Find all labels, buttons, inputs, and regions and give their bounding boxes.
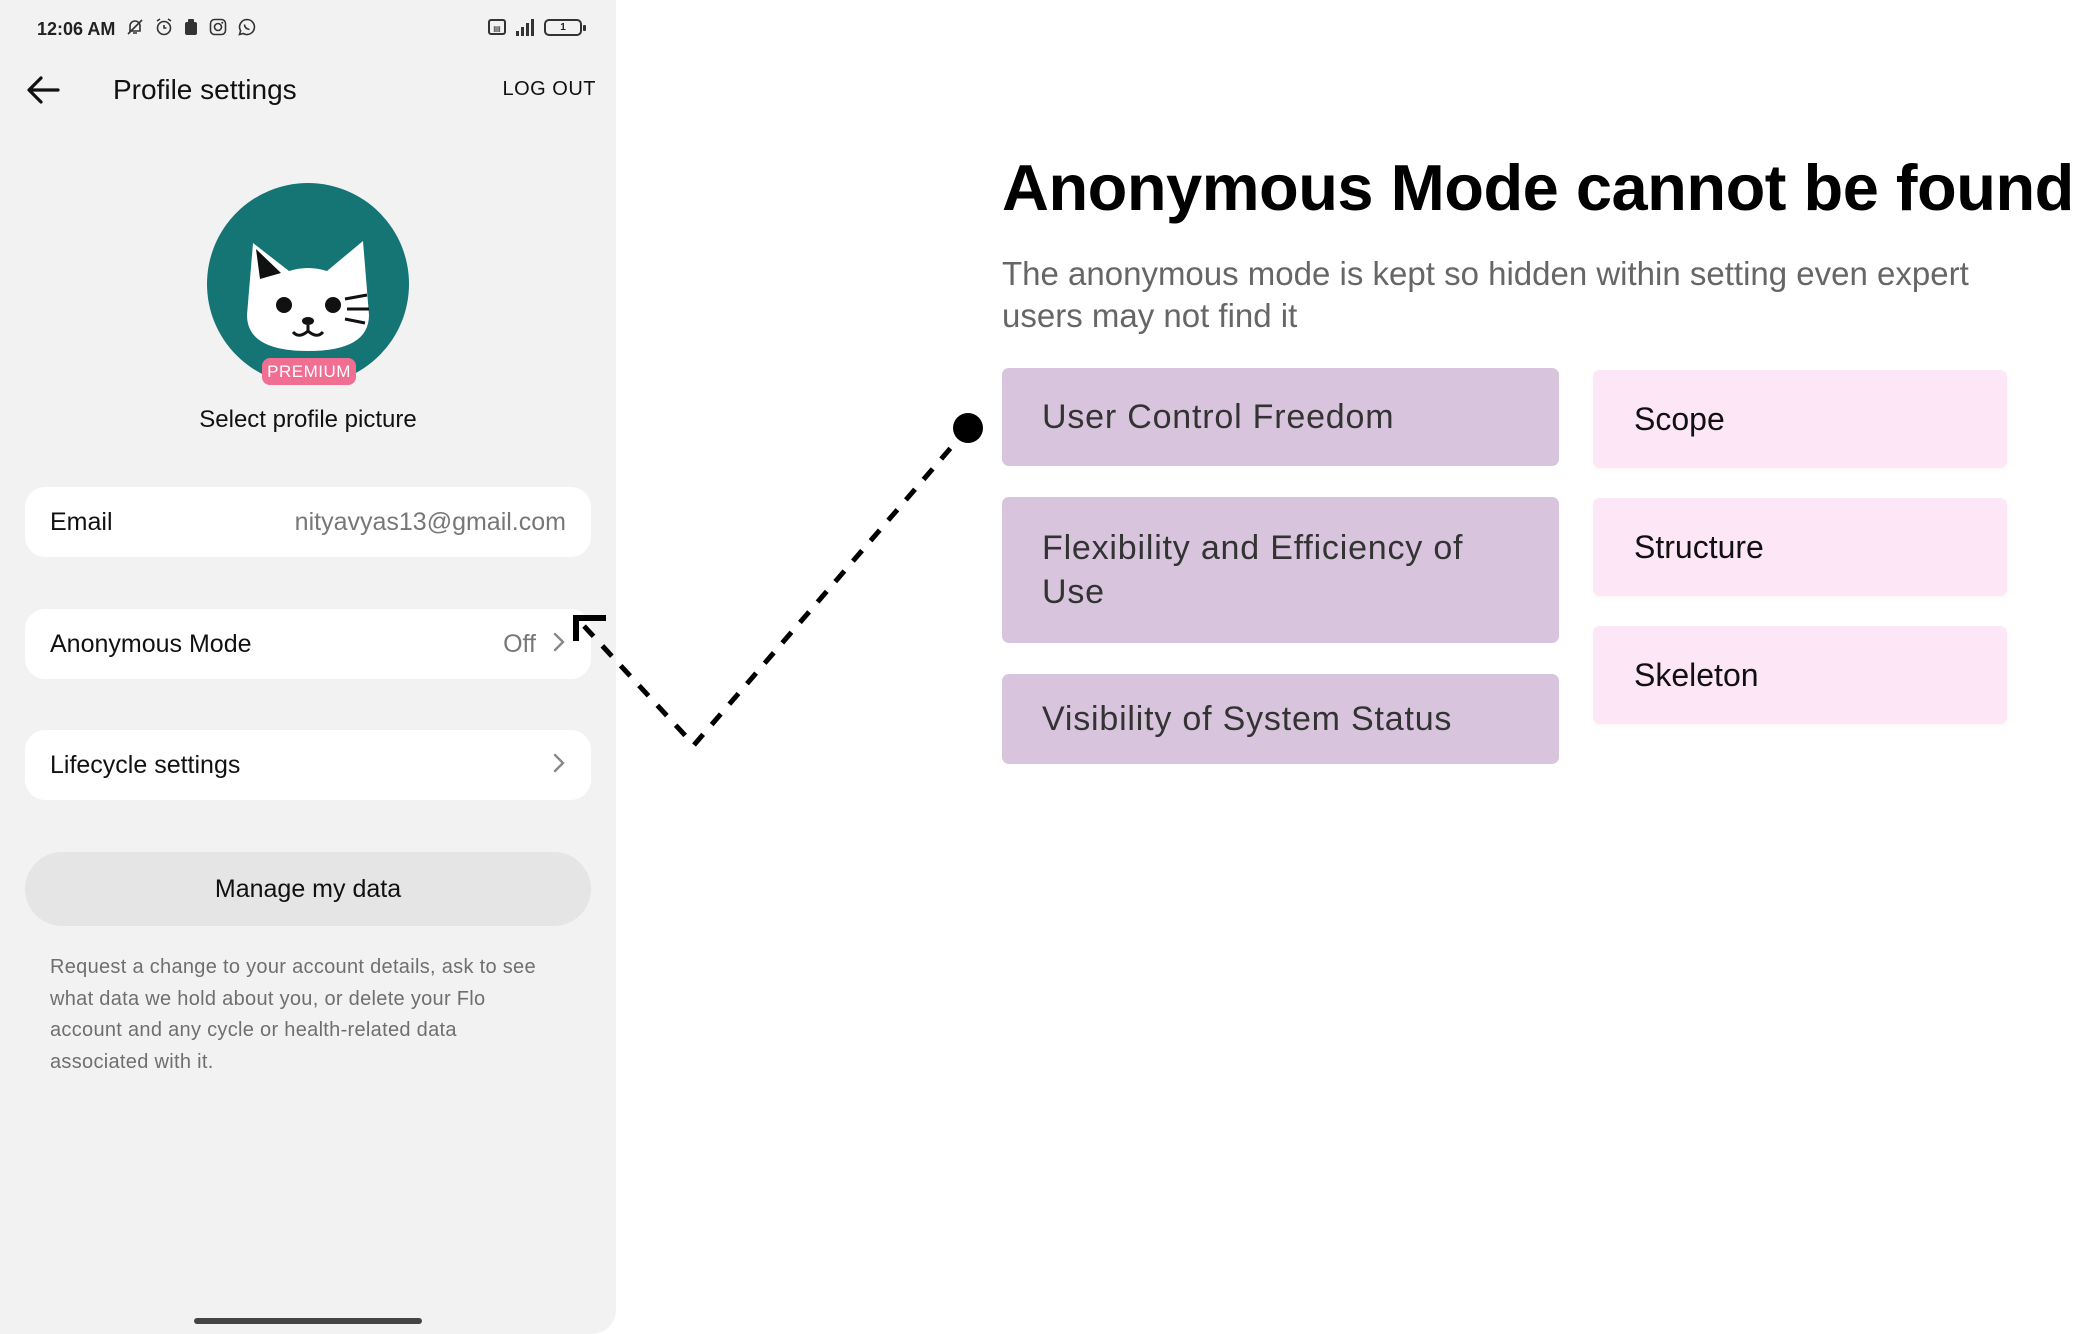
connector-dot <box>953 413 983 443</box>
anonymous-mode-row[interactable]: Anonymous Mode Off <box>25 609 591 679</box>
premium-badge: PREMIUM <box>262 358 356 385</box>
cat-avatar-icon <box>247 241 369 351</box>
status-bar: 12:06 AM ▤ 1 <box>37 14 586 44</box>
email-label: Email <box>50 507 113 536</box>
app-header: Profile settings LOG OUT <box>0 60 616 120</box>
select-profile-picture-label[interactable]: Select profile picture <box>199 406 417 433</box>
battery-icon: 1 <box>544 18 586 36</box>
heuristic-card: Flexibility and Efficiency of Use <box>1002 497 1559 643</box>
home-indicator[interactable] <box>194 1318 422 1324</box>
avatar[interactable] <box>207 183 409 385</box>
lifecycle-settings-row[interactable]: Lifecycle settings <box>25 730 591 800</box>
signal-icon <box>516 18 534 36</box>
manage-my-data-button[interactable]: Manage my data <box>25 852 591 926</box>
heuristic-card: User Control Freedom <box>1002 368 1559 466</box>
anonymous-mode-label: Anonymous Mode <box>50 629 252 658</box>
email-value: nityavyas13@gmail.com <box>294 507 566 536</box>
instagram-icon <box>208 17 228 42</box>
phone-screen: 12:06 AM ▤ 1 Profile settings LOG OUT <box>0 0 616 1334</box>
whatsapp-icon <box>237 17 257 42</box>
chevron-right-icon <box>552 629 566 660</box>
plane-card: Scope <box>1593 370 2007 468</box>
logout-button[interactable]: LOG OUT <box>502 78 596 100</box>
page-title: Profile settings <box>113 74 297 105</box>
arrow-left-icon[interactable] <box>24 72 64 108</box>
annotation-title: Anonymous Mode cannot be found <box>1002 151 2074 224</box>
alarm-icon <box>154 17 174 42</box>
manage-data-description: Request a change to your account details… <box>50 956 536 1073</box>
status-time: 12:06 AM <box>37 18 116 39</box>
heuristic-card: Visibility of System Status <box>1002 674 1559 764</box>
anonymous-mode-value: Off <box>503 629 536 658</box>
plane-card: Structure <box>1593 498 2007 596</box>
annotation-subtitle: The anonymous mode is kept so hidden wit… <box>1002 255 1969 334</box>
chevron-right-icon <box>552 750 566 781</box>
volte-icon: ▤ <box>488 19 506 35</box>
status-right: ▤ 1 <box>488 18 586 36</box>
mute-icon <box>125 17 145 42</box>
email-row: Email nityavyas13@gmail.com <box>25 487 591 557</box>
plane-card: Skeleton <box>1593 626 2007 724</box>
notification-icon <box>183 17 199 42</box>
lifecycle-settings-label: Lifecycle settings <box>50 750 241 779</box>
